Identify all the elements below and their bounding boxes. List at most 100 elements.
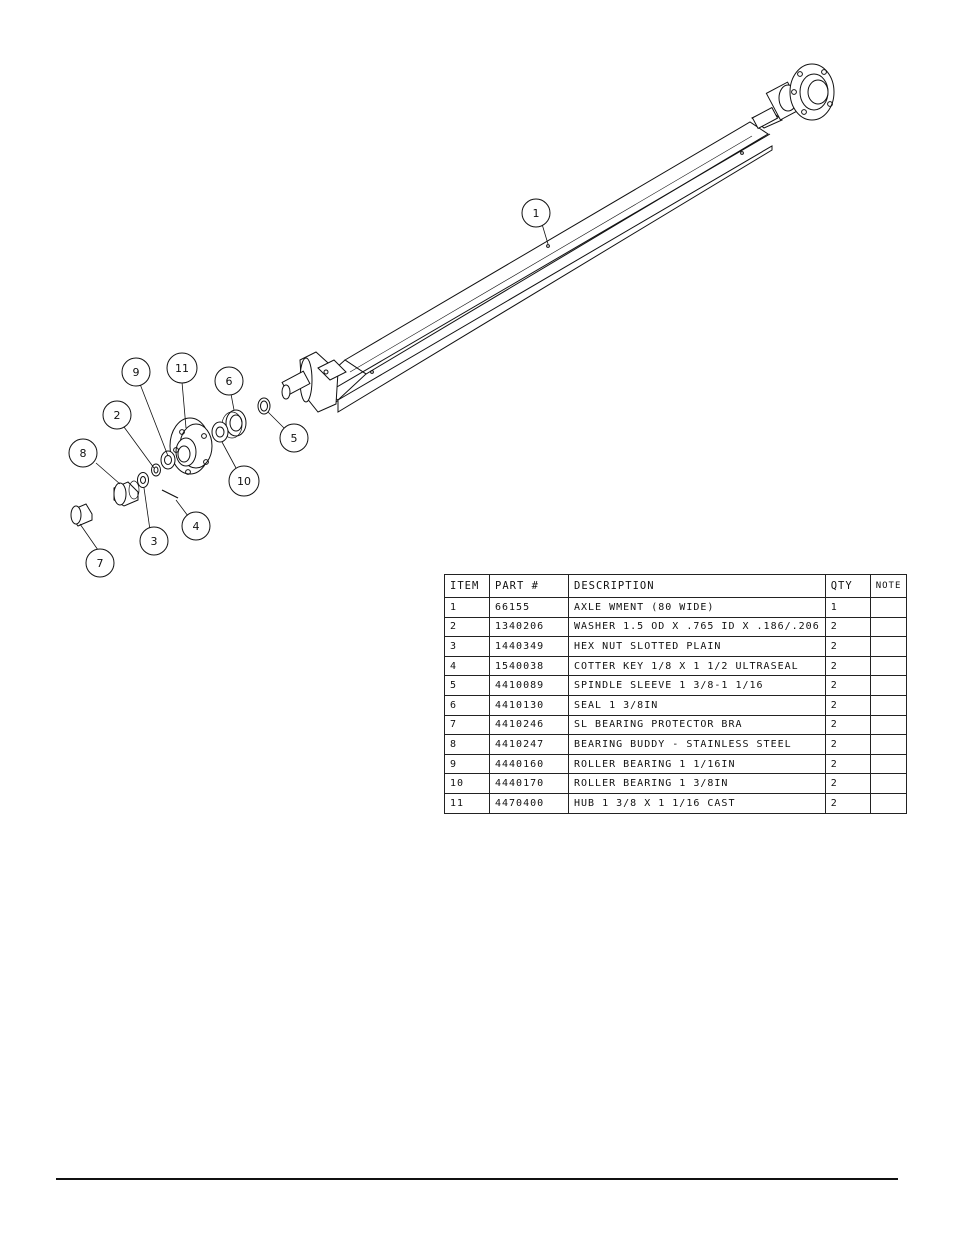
cell-part: 4410247	[489, 734, 569, 755]
cell-item: 1	[444, 597, 490, 618]
cell-part: 66155	[489, 597, 569, 618]
bearing-buddy	[113, 480, 140, 507]
cell-item: 11	[444, 792, 490, 814]
cell-description: ROLLER BEARING 1 1/16IN	[568, 753, 826, 775]
cell-qty: 2	[824, 636, 871, 657]
cell-note	[869, 636, 908, 657]
cell-description: SEAL 1 3/8IN	[568, 694, 826, 716]
cell-note	[869, 753, 908, 775]
roller-bearing-large	[211, 421, 229, 443]
cell-item: 3	[444, 636, 490, 657]
cell-description: COTTER KEY 1/8 X 1 1/2 ULTRASEAL	[568, 655, 826, 677]
seal	[221, 409, 247, 439]
svg-text:3: 3	[151, 535, 158, 548]
cell-description: WASHER 1.5 OD X .765 ID X .186/.206	[568, 616, 826, 638]
cell-item: 4	[444, 655, 490, 677]
exploded-axle-diagram: 1 2 3 4 5 6 7	[68, 63, 835, 578]
cell-description: ROLLER BEARING 1 3/8IN	[568, 773, 826, 794]
svg-text:9: 9	[133, 366, 140, 379]
cell-description: SL BEARING PROTECTOR BRA	[568, 714, 826, 736]
balloon-8: 8	[68, 438, 98, 468]
svg-text:8: 8	[80, 447, 87, 460]
svg-text:1: 1	[533, 207, 540, 220]
cell-note	[869, 792, 908, 814]
cell-qty: 2	[824, 734, 871, 755]
balloon-6: 6	[214, 366, 244, 396]
cell-part: 4410246	[489, 714, 569, 736]
cell-part: 4440160	[489, 753, 569, 775]
svg-text:10: 10	[237, 475, 251, 488]
roller-bearing-small	[160, 450, 176, 470]
cell-item: 5	[444, 675, 490, 696]
svg-text:11: 11	[175, 362, 189, 375]
cell-part: 1340206	[489, 616, 569, 638]
balloon-7: 7	[85, 548, 115, 578]
cell-note	[869, 734, 908, 755]
cell-note	[869, 694, 908, 716]
axle-tube	[315, 121, 773, 413]
axle-left-end	[281, 351, 347, 413]
cell-description: AXLE WMENT (80 WIDE)	[568, 597, 826, 618]
leader-lines	[79, 223, 549, 551]
axle-right-end	[751, 63, 835, 130]
balloon-callouts: 1 2 3 4 5 6 7	[68, 198, 551, 578]
footer-rule	[56, 1178, 898, 1180]
balloon-3: 3	[139, 526, 169, 556]
cell-part: 4410130	[489, 694, 569, 716]
cell-item: 6	[444, 694, 490, 716]
cell-note	[869, 714, 908, 736]
table-header-row: ITEM PART # DESCRIPTION QTY NOTE	[444, 574, 908, 598]
cell-qty: 1	[824, 597, 871, 618]
cell-item: 10	[444, 773, 490, 794]
cell-note	[869, 616, 908, 638]
cell-qty: 2	[824, 773, 871, 794]
cell-note	[869, 597, 908, 618]
cell-description: HUB 1 3/8 X 1 1/16 CAST	[568, 792, 826, 814]
col-item-header: ITEM	[444, 574, 490, 598]
bearing-protector	[70, 503, 93, 527]
cell-description: HEX NUT SLOTTED PLAIN	[568, 636, 826, 657]
col-qty-header: QTY	[824, 574, 871, 598]
cell-part: 4440170	[489, 773, 569, 794]
cell-item: 8	[444, 734, 490, 755]
col-description-header: DESCRIPTION	[568, 574, 826, 598]
balloon-2: 2	[102, 400, 132, 430]
cell-part: 4470400	[489, 792, 569, 814]
balloon-10: 10	[228, 465, 260, 497]
hub	[169, 417, 213, 475]
cell-qty: 2	[824, 714, 871, 736]
svg-text:4: 4	[193, 520, 200, 533]
balloon-4: 4	[181, 511, 211, 541]
cell-note	[869, 675, 908, 696]
svg-text:6: 6	[226, 375, 233, 388]
hex-nut	[137, 472, 149, 488]
svg-text:7: 7	[97, 557, 104, 570]
cell-qty: 2	[824, 694, 871, 716]
cell-qty: 2	[824, 792, 871, 814]
col-note-header: NOTE	[869, 574, 908, 598]
cell-part: 1540038	[489, 655, 569, 677]
cell-note	[869, 655, 908, 677]
cell-item: 2	[444, 616, 490, 638]
cell-part: 1440349	[489, 636, 569, 657]
cotter-key	[161, 489, 179, 499]
cell-description: SPINDLE SLEEVE 1 3/8-1 1/16	[568, 675, 826, 696]
cell-note	[869, 773, 908, 794]
cell-qty: 2	[824, 753, 871, 775]
balloon-1: 1	[521, 198, 551, 228]
cell-description: BEARING BUDDY - STAINLESS STEEL	[568, 734, 826, 755]
svg-text:2: 2	[114, 409, 121, 422]
cell-item: 7	[444, 714, 490, 736]
balloon-11: 11	[166, 352, 198, 384]
